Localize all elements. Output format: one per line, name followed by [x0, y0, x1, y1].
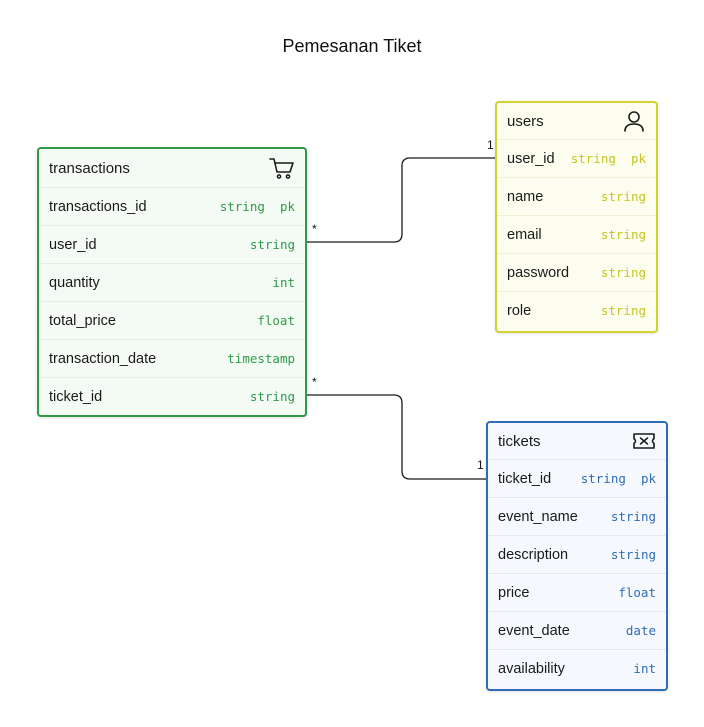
- relation-line-user: [301, 157, 501, 243]
- field-row: event_name string: [488, 497, 666, 535]
- field-name: ticket_id: [498, 470, 552, 487]
- field-row: availability int: [488, 649, 666, 687]
- entity-title: transactions: [49, 159, 130, 177]
- field-name: event_name: [498, 508, 578, 525]
- field-row: event_date date: [488, 611, 666, 649]
- cardinality-label: *: [312, 375, 317, 389]
- field-name: name: [507, 188, 544, 205]
- field-type: float: [257, 313, 295, 328]
- field-name: event_date: [498, 622, 570, 639]
- entity-header: transactions: [39, 149, 305, 187]
- field-name: user_id: [49, 236, 97, 253]
- field-type: string pk: [219, 199, 295, 214]
- entity-title: tickets: [498, 432, 541, 450]
- field-type: string: [249, 237, 295, 252]
- field-type: string: [600, 265, 646, 280]
- field-row: transactions_id string pk: [39, 187, 305, 225]
- field-name: total_price: [49, 312, 116, 329]
- field-type: float: [618, 585, 656, 600]
- field-type: int: [272, 275, 295, 290]
- ticket-icon: [632, 431, 656, 451]
- field-name: availability: [498, 660, 565, 677]
- field-row: description string: [488, 535, 666, 573]
- cart-icon: [269, 156, 295, 180]
- field-type: int: [633, 661, 656, 676]
- field-name: user_id: [507, 150, 555, 167]
- field-name: description: [498, 546, 569, 563]
- field-row: name string: [497, 177, 656, 215]
- field-type: string: [600, 227, 646, 242]
- field-name: transaction_date: [49, 350, 157, 367]
- field-name: price: [498, 584, 530, 601]
- field-row: ticket_id string: [39, 377, 305, 415]
- field-type: string: [610, 547, 656, 562]
- field-name: email: [507, 226, 542, 243]
- field-type: string: [600, 189, 646, 204]
- field-type: string: [610, 509, 656, 524]
- field-row: price float: [488, 573, 666, 611]
- entity-header: users: [497, 103, 656, 139]
- cardinality-label: 1: [477, 458, 484, 472]
- field-type: string pk: [570, 151, 646, 166]
- field-name: transactions_id: [49, 198, 147, 215]
- field-type: string: [249, 389, 295, 404]
- field-type: date: [625, 623, 656, 638]
- entity-title: users: [507, 112, 544, 130]
- field-row: ticket_id string pk: [488, 459, 666, 497]
- entity-transactions[interactable]: transactions transactions_id string pk us…: [37, 147, 307, 417]
- field-name: quantity: [49, 274, 100, 291]
- cardinality-label: *: [312, 222, 317, 236]
- field-row: role string: [497, 291, 656, 329]
- diagram-title: Pemesanan Tiket: [282, 36, 422, 56]
- field-row: transaction_date timestamp: [39, 339, 305, 377]
- field-type: timestamp: [227, 351, 295, 366]
- field-row: user_id string: [39, 225, 305, 263]
- relation-line-ticket: [301, 394, 491, 480]
- field-row: password string: [497, 253, 656, 291]
- field-type: string pk: [580, 471, 656, 486]
- field-type: string: [600, 303, 646, 318]
- field-name: role: [507, 302, 532, 319]
- field-row: user_id string pk: [497, 139, 656, 177]
- field-name: ticket_id: [49, 388, 103, 405]
- entity-users[interactable]: users user_id string pk name string email s…: [495, 101, 658, 333]
- cardinality-label: 1: [487, 138, 494, 152]
- field-row: email string: [497, 215, 656, 253]
- user-icon: [622, 109, 646, 133]
- field-row: total_price float: [39, 301, 305, 339]
- field-row: quantity int: [39, 263, 305, 301]
- field-name: password: [507, 264, 570, 281]
- entity-header: tickets: [488, 423, 666, 459]
